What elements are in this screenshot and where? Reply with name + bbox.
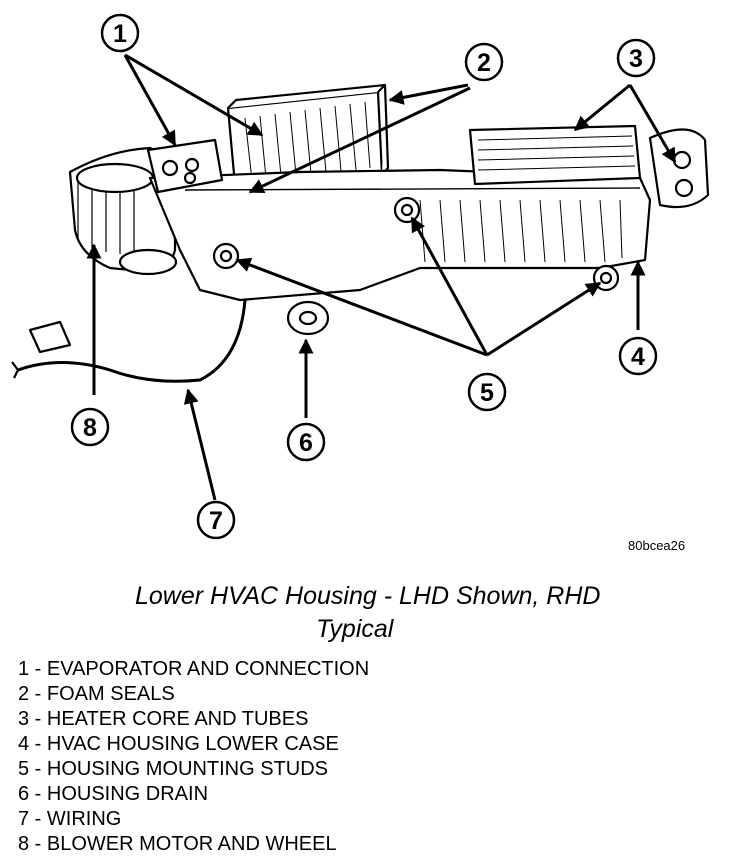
parts-legend: 1 - EVAPORATOR AND CONNECTION 2 - FOAM S… [18,657,369,857]
legend-item: 8 - BLOWER MOTOR AND WHEEL [18,833,337,855]
legend-item: 1 - EVAPORATOR AND CONNECTION [18,658,370,680]
legend-item: 2 - FOAM SEALS [18,683,175,705]
callout-2-label: 2 [477,49,491,77]
callout-3-label: 3 [629,45,643,73]
caption-line-2: Typical [316,615,394,643]
legend-item: 7 - WIRING [18,808,122,830]
legend-item: 3 - HEATER CORE AND TUBES [18,708,309,730]
callout-2: 2 [464,42,504,82]
legend-item: 6 - HOUSING DRAIN [18,783,209,805]
housing-drawing [11,83,710,383]
hvac-housing-illustration: 1 2 3 4 5 6 7 8 [11,13,710,540]
caption-line-1: Lower HVAC Housing - LHD Shown, RHD [135,582,601,610]
callout-5-label: 5 [480,379,494,407]
legend-item: 5 - HOUSING MOUNTING STUDS [18,758,329,780]
callout-1: 1 [100,13,140,53]
callout-3: 3 [616,38,656,78]
callout-6-label: 6 [299,429,313,457]
callout-4: 4 [618,336,658,376]
legend-item: 4 - HVAC HOUSING LOWER CASE [18,733,339,755]
callout-7-label: 7 [209,507,223,535]
callout-6: 6 [286,422,326,462]
callout-4-label: 4 [631,343,645,371]
leader-lines [86,53,677,501]
callout-8: 8 [70,407,110,447]
callout-5: 5 [467,372,507,412]
callout-8-label: 8 [83,414,97,442]
callout-7: 7 [196,500,236,540]
callout-1-label: 1 [113,20,127,48]
figure-code: 80bcea26 [628,538,686,553]
